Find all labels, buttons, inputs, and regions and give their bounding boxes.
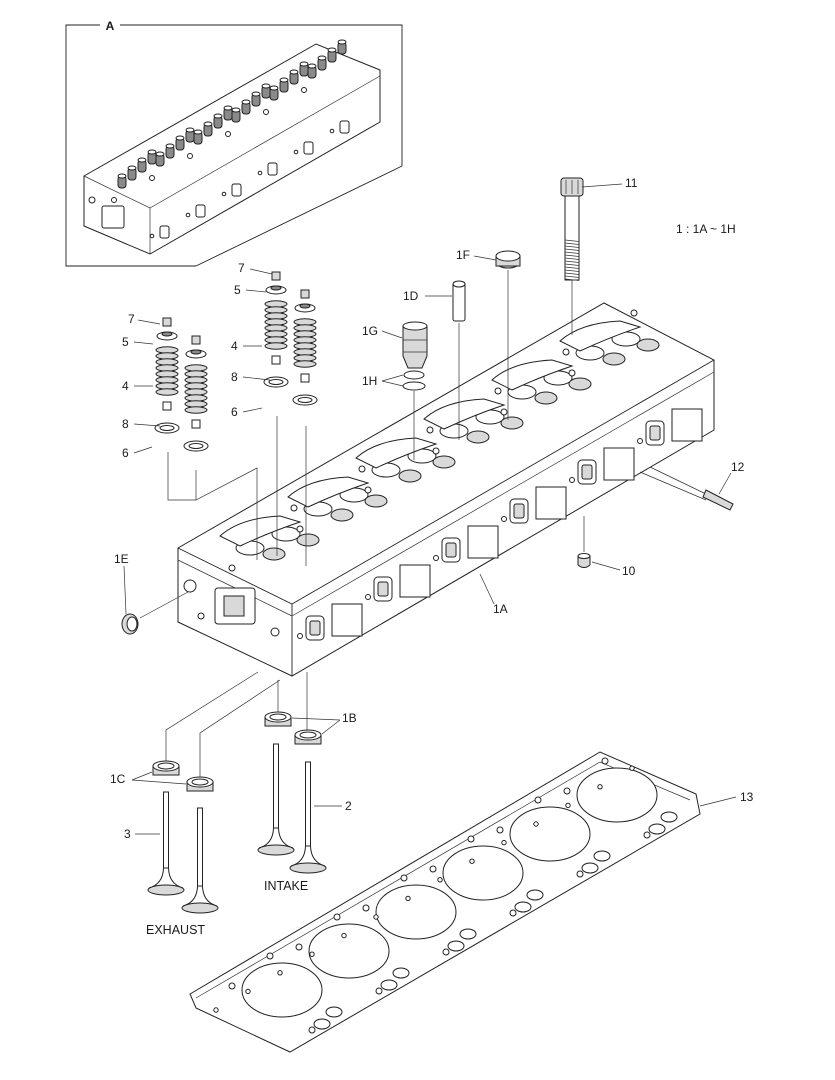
- valve-stem-seal-1F: [495, 250, 521, 420]
- head-side-ports: [297, 408, 703, 641]
- valve-spring-stacks: [154, 271, 318, 452]
- stack-leader-lines: [167, 416, 307, 566]
- callout-1D: 1D: [403, 289, 419, 303]
- callout-1A: 1A: [493, 602, 508, 616]
- expansion-plug-1E: [121, 591, 189, 635]
- head-deck-detail: [219, 309, 660, 572]
- callout-8-right: 8: [231, 370, 238, 384]
- detail-a-side-holes: [88, 120, 350, 239]
- detail-a-inset: A: [65, 19, 403, 267]
- callout-1B: 1B: [342, 711, 357, 725]
- callout-5-right: 5: [234, 283, 241, 297]
- callout-3: 3: [124, 827, 131, 841]
- callout-10: 10: [622, 564, 636, 578]
- callout-leaders: [123, 183, 737, 835]
- valve-seats-and-valves: [147, 671, 327, 914]
- ratio-note: 1 : 1A ~ 1H: [676, 222, 736, 236]
- callout-1F: 1F: [456, 248, 470, 262]
- callout-7-right: 7: [238, 261, 245, 275]
- dowel-pin-10: [577, 516, 591, 568]
- callout-12: 12: [731, 460, 745, 474]
- callout-8-left: 8: [122, 417, 129, 431]
- callout-1G: 1G: [362, 324, 378, 338]
- callout-11: 11: [625, 176, 638, 190]
- callout-7-left: 7: [128, 312, 135, 326]
- callout-1H: 1H: [362, 374, 377, 388]
- exhaust-caption: EXHAUST: [146, 923, 205, 937]
- injector-sleeve-1G: [402, 321, 428, 369]
- detail-a-label: A: [106, 19, 115, 33]
- callout-4-right: 4: [231, 339, 238, 353]
- head-bolt-11: [560, 177, 584, 335]
- callout-4-left: 4: [122, 379, 129, 393]
- callout-13: 13: [740, 790, 754, 804]
- detail-a-valve-springs: [111, 39, 347, 203]
- intake-caption: INTAKE: [264, 879, 308, 893]
- callout-2: 2: [345, 799, 352, 813]
- valve-guide-1D: [452, 280, 466, 440]
- head-gasket-13: [189, 751, 701, 1053]
- cylinder-head-1A: [177, 302, 715, 677]
- callout-6-left: 6: [122, 446, 129, 460]
- callout-1E: 1E: [114, 552, 129, 566]
- callout-6-right: 6: [231, 405, 238, 419]
- stud-12: [639, 466, 734, 511]
- callout-5-left: 5: [122, 335, 129, 349]
- callout-1C: 1C: [110, 772, 126, 786]
